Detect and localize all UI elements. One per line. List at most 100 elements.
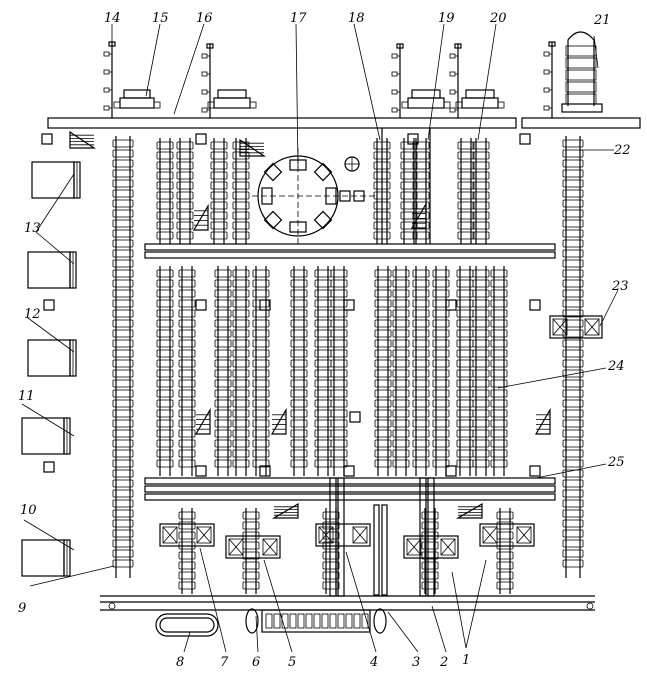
marker-square [41, 133, 53, 145]
marker-square [43, 461, 55, 473]
callout-13: 13 [24, 221, 41, 236]
conveyor-track [232, 266, 250, 476]
marker-square [195, 465, 207, 477]
marker-square [349, 411, 361, 423]
conveyor-track [412, 266, 430, 476]
conveyor-track [421, 508, 439, 594]
triangle-marker [534, 407, 551, 435]
marker-squares [41, 133, 541, 477]
cross-connectors [329, 477, 435, 597]
callout-14: 14 [104, 11, 121, 26]
bottom-machines [159, 523, 535, 559]
leader-line [27, 317, 75, 353]
callout-6: 6 [252, 655, 260, 670]
bottom-rail [100, 595, 595, 611]
conveyor-track [214, 266, 232, 476]
mast [391, 43, 404, 118]
callout-17: 17 [290, 11, 307, 26]
leader-line [451, 571, 467, 649]
callout-19: 19 [438, 11, 455, 26]
conveyor-track [176, 138, 194, 244]
conveyor-track [496, 508, 514, 594]
side-bays [21, 161, 81, 577]
conveyor-tracks [112, 128, 584, 594]
conveyor-track [472, 138, 490, 244]
leader-line [255, 615, 259, 653]
station [207, 89, 257, 109]
callout-10: 10 [20, 503, 37, 518]
conveyor-track [490, 266, 508, 476]
callout-4: 4 [369, 655, 378, 670]
leader-line [497, 367, 607, 389]
callout-18: 18 [348, 11, 365, 26]
leader-line [35, 173, 75, 233]
callout-5: 5 [288, 655, 296, 670]
callout-23: 23 [611, 279, 629, 294]
leader-line [345, 551, 377, 653]
conveyor-track [178, 508, 196, 594]
top-crane-beam [47, 117, 641, 129]
leader-line [173, 23, 205, 115]
leader-line [145, 23, 161, 97]
triangle-marker [194, 407, 211, 435]
side-bay [21, 539, 71, 577]
conveyor-track [400, 138, 418, 244]
conveyor-track [314, 266, 332, 476]
marker-square [529, 299, 541, 311]
callout-15: 15 [152, 11, 169, 26]
leader-line [387, 611, 419, 653]
transverse-rails [144, 243, 556, 501]
side-bay [21, 417, 71, 455]
leader-line [431, 605, 447, 653]
mast [449, 43, 462, 118]
callout-12: 12 [24, 307, 41, 322]
mast [103, 41, 116, 118]
leader-line [427, 23, 445, 141]
machine [479, 523, 535, 547]
leader-line [23, 519, 75, 551]
conveyor-track [392, 266, 410, 476]
side-bay [27, 251, 77, 289]
conveyor-track [330, 266, 348, 476]
triangle-marker [69, 130, 96, 149]
conveyor-track [112, 136, 134, 578]
marker-square [43, 299, 55, 311]
triangle-marker [270, 407, 287, 435]
leader-line [29, 565, 115, 587]
marker-square [343, 465, 355, 477]
conveyor-track [457, 138, 475, 244]
marker-square [519, 133, 531, 145]
marker-square [407, 133, 419, 145]
callout-21: 21 [593, 13, 611, 28]
leader-line [535, 463, 607, 479]
callout-22: 22 [613, 143, 631, 158]
conveyor-track [210, 138, 228, 244]
leader-line [593, 35, 599, 69]
station-column [561, 31, 603, 113]
leader-line [599, 289, 619, 327]
callout-3: 3 [412, 655, 420, 670]
callout-9: 9 [18, 601, 26, 616]
triangle-marker [455, 502, 483, 519]
marker-square [445, 465, 457, 477]
conveyor-track [290, 266, 308, 476]
leader-line [199, 547, 227, 653]
conveyor-track [456, 266, 474, 476]
side-bay [27, 339, 77, 377]
machine [403, 535, 459, 559]
mast [201, 43, 214, 118]
conveyor-track [322, 508, 340, 594]
top-stations [103, 31, 603, 118]
callout-16: 16 [196, 11, 213, 26]
right-machine [549, 315, 603, 339]
station [113, 89, 161, 109]
callout-7: 7 [220, 655, 229, 670]
leader-line [295, 23, 299, 169]
station [455, 89, 505, 109]
conveyor-track [242, 508, 260, 594]
machine [225, 535, 281, 559]
callout-8: 8 [176, 655, 184, 670]
callout-1: 1 [462, 653, 470, 668]
